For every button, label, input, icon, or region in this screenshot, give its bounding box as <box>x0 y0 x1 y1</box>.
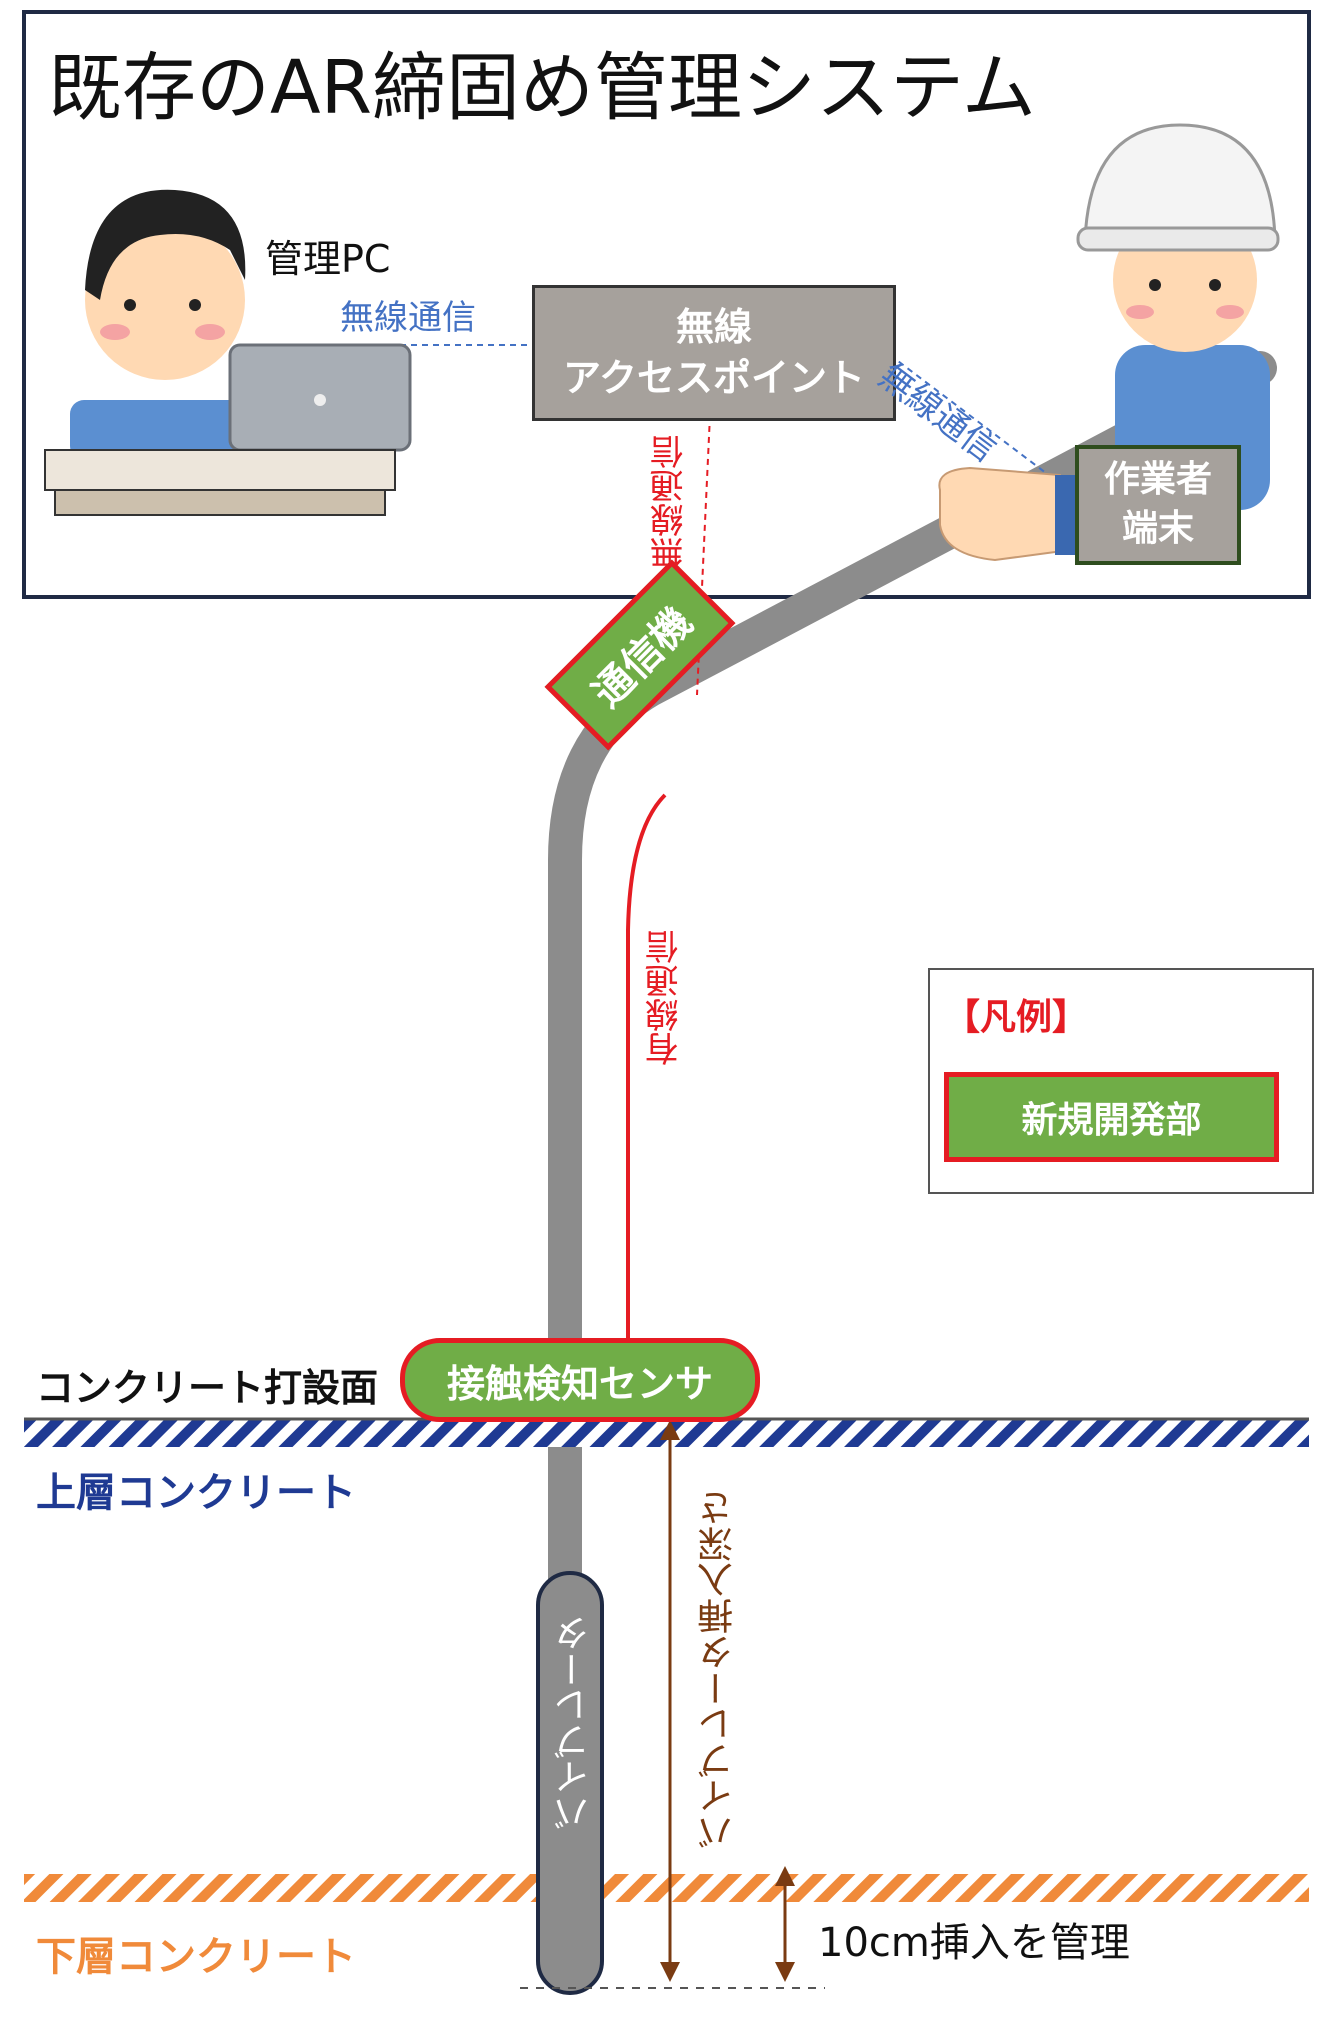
lower-layer-hatch <box>24 1874 1309 1902</box>
worker-terminal-line1: 作業者 <box>1103 459 1212 501</box>
legend-item-new-development: 新規開発部 <box>944 1072 1279 1162</box>
page-title: 既存のAR締固め管理システム <box>48 45 1036 131</box>
ten-cm-arrowhead-bottom <box>775 1962 795 1982</box>
wired-link <box>626 793 667 1345</box>
vibrator-body <box>536 1571 604 1995</box>
wireless-link-worker <box>889 354 1076 496</box>
access-point-line1: 無線 <box>675 304 752 349</box>
upper-layer-label: 上層コンクリート <box>36 1470 356 1516</box>
vibrator-label: バイブレータ <box>554 1615 595 1831</box>
contact-sensor-box: 接触検知センサ <box>400 1338 760 1422</box>
access-point-line2: アクセスポイント <box>562 356 866 400</box>
admin-person-illustration <box>44 189 412 516</box>
wireless-label-pc: 無線通信 <box>340 298 476 338</box>
worker-terminal-box: 作業者 端末 <box>1075 445 1241 565</box>
insertion-depth-arrowhead-bottom <box>660 1962 680 1982</box>
wireless-label-vertical: 無線通信 <box>650 435 690 571</box>
worker-terminal-line2: 端末 <box>1121 508 1194 549</box>
legend-title: 【凡例】 <box>944 997 1089 1038</box>
surface-label: コンクリート打設面 <box>36 1366 379 1410</box>
insertion-depth-arrowhead-top <box>660 1420 680 1440</box>
lower-layer-label: 下層コンクリート <box>36 1934 356 1980</box>
ten-cm-management-label: 10cm挿入を管理 <box>818 1920 1130 1966</box>
management-pc-label: 管理PC <box>265 237 391 281</box>
ten-cm-arrowhead-top <box>775 1866 795 1886</box>
insertion-depth-label: バイブレータ挿入深さ <box>698 1490 739 1850</box>
access-point-box: 無線 アクセスポイント <box>532 285 896 421</box>
wired-label: 有線通信 <box>645 930 685 1066</box>
legend-box: 【凡例】 新規開発部 <box>928 968 1314 1194</box>
